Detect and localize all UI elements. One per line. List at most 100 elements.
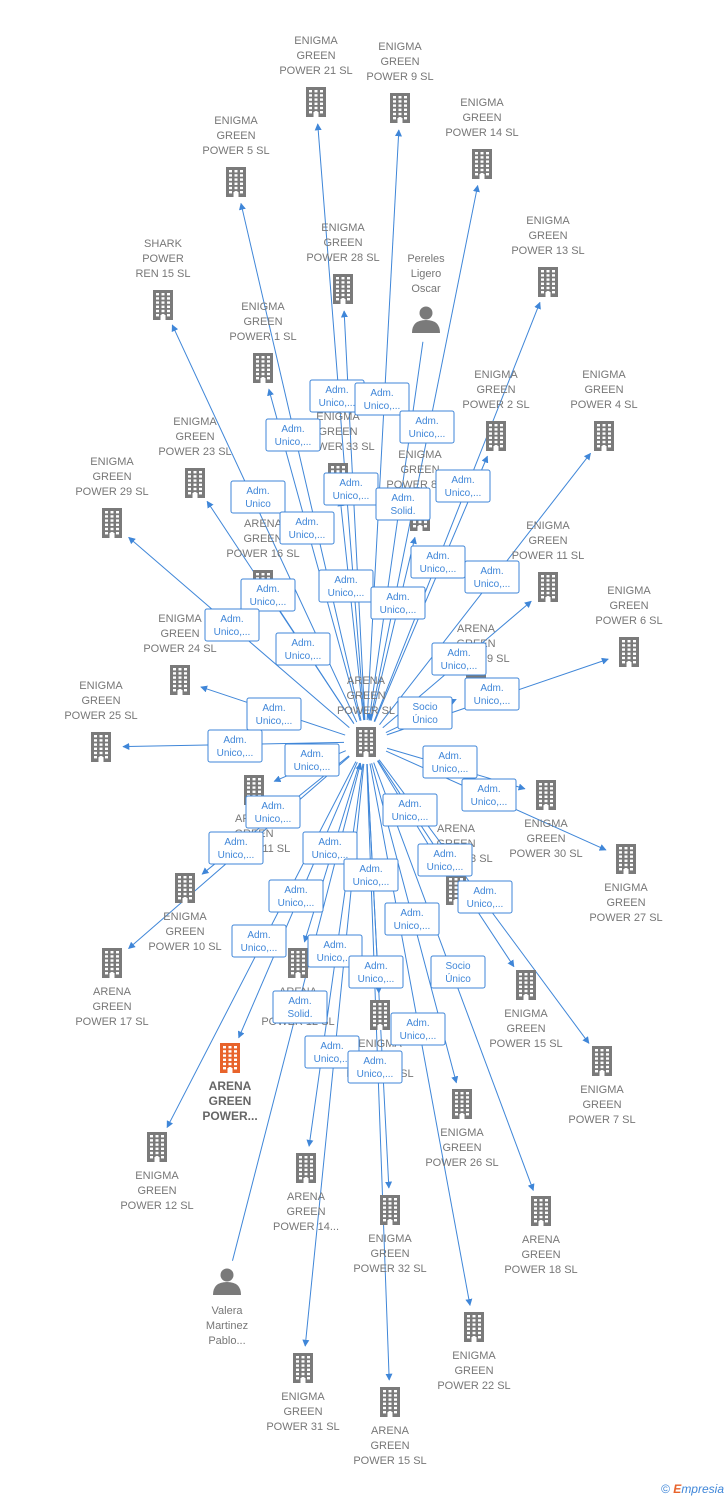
- edge-label-enigma5[interactable]: Adm.Unico,...: [265, 418, 321, 452]
- edge-label-arena15[interactable]: Adm.Unico,...: [347, 1050, 403, 1084]
- edge-label-enigma1[interactable]: Adm.Unico,...: [279, 511, 335, 545]
- edge-label-enigmaX[interactable]: Adm.Unico,...: [343, 858, 399, 892]
- edge-label-enigma15[interactable]: Adm.Unico,...: [417, 843, 473, 877]
- edge-enigma28: [340, 310, 366, 721]
- edge-label-text: Adm.Unico,...: [333, 478, 370, 502]
- edge-label-enigma26[interactable]: Adm.Unico,...: [384, 902, 440, 936]
- edge-label-enigma6[interactable]: Adm.Unico,...: [464, 677, 520, 711]
- edge-label-enigma7[interactable]: Adm.Unico,...: [457, 880, 513, 914]
- edge-label-text: Adm.Unico,...: [364, 388, 401, 412]
- edge-label-enigma32[interactable]: Adm.Unico,...: [348, 955, 404, 989]
- edge-label-enigma24[interactable]: Adm.Unico,...: [246, 697, 302, 731]
- edge-label-enigma22[interactable]: Adm.Unico,...: [390, 1012, 446, 1046]
- edge-label-enigma14[interactable]: Adm.Unico,...: [399, 410, 455, 444]
- edge-label-enigma11[interactable]: Adm.Unico,...: [431, 642, 487, 676]
- edge-label-shark15[interactable]: Adm.Unico: [230, 480, 286, 514]
- edge-label-enigma9[interactable]: Adm.Unico,...: [354, 382, 410, 416]
- edge-label-arena16[interactable]: Adm.Unico,...: [275, 632, 331, 666]
- edge-label-arenaHL[interactable]: Adm.Unico,...: [268, 879, 324, 913]
- edge-label-text: Adm.Unico,...: [218, 837, 255, 861]
- edge-label-text: Adm.Unico,...: [358, 961, 395, 985]
- edge-enigma21: [314, 123, 365, 721]
- edge-label-pereles[interactable]: Adm.Solid.: [375, 487, 431, 521]
- edge-label-text: Adm.Unico,...: [409, 416, 446, 440]
- edge-label-arena13[interactable]: Adm.Unico,...: [382, 793, 438, 827]
- edge-label-valera[interactable]: Adm.Solid.: [272, 990, 328, 1024]
- brand-name: mpresia: [681, 1482, 724, 1496]
- edge-label-enigma8[interactable]: Adm.Unico,...: [370, 586, 426, 620]
- edge-label-text: Adm.Unico,...: [275, 424, 312, 448]
- edge-label-enigma25[interactable]: Adm.Unico,...: [207, 729, 263, 763]
- edge-label-arena11[interactable]: Adm.Unico,...: [284, 743, 340, 777]
- edge-label-enigma28[interactable]: Adm.Unico,...: [323, 472, 379, 506]
- edge-label-enigma30[interactable]: Adm.Unico,...: [422, 745, 478, 779]
- edge-label-enigma12[interactable]: Adm.Unico,...: [231, 924, 287, 958]
- edge-label-enigma27[interactable]: Adm.Unico,...: [461, 778, 517, 812]
- edge-label-enigma13[interactable]: Adm.Unico,...: [435, 469, 491, 503]
- edge-label-arena17[interactable]: Adm.Unico,...: [208, 831, 264, 865]
- edge-label-enigma10[interactable]: Adm.Unico,...: [245, 795, 301, 829]
- edge-label-enigma23[interactable]: Adm.Unico,...: [240, 578, 296, 612]
- edge-label-enigma4[interactable]: Adm.Unico,...: [464, 560, 520, 594]
- edge-labels-layer: Adm.Unico,...Adm.Unico,...Adm.Unico,...A…: [204, 379, 520, 1084]
- edge-label-enigma2[interactable]: Adm.Unico,...: [410, 545, 466, 579]
- edge-label-text: Adm.Unico,...: [319, 385, 356, 409]
- edge-label-arena12[interactable]: Adm.Unico,...: [302, 831, 358, 865]
- edge-label-enigma29[interactable]: Adm.Unico,...: [204, 608, 260, 642]
- footer-brand[interactable]: © Empresia: [661, 1482, 724, 1496]
- edge-label-enigma33[interactable]: Adm.Unico,...: [318, 569, 374, 603]
